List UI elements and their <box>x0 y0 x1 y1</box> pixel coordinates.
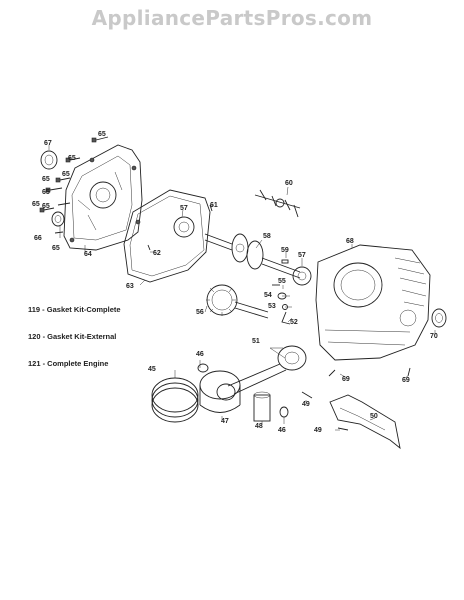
oil-seal-67 <box>40 150 58 170</box>
callout-61: 61 <box>210 202 218 209</box>
oil-seal-70 <box>431 308 447 328</box>
callout-46: 46 <box>278 427 286 434</box>
bolts-69 <box>328 367 411 377</box>
callout-54: 54 <box>264 292 272 299</box>
crankcase-cover <box>63 144 143 251</box>
callout-52: 52 <box>290 319 298 326</box>
piston-47 <box>199 370 241 413</box>
callout-47: 47 <box>221 418 229 425</box>
callout-57: 57 <box>298 252 306 259</box>
seal-66 <box>51 211 65 227</box>
circlip-46-bottom <box>279 406 289 418</box>
callout-69: 69 <box>342 376 350 383</box>
connecting-rod-51 <box>216 345 307 401</box>
callout-58: 58 <box>263 233 271 240</box>
callout-57: 57 <box>180 205 188 212</box>
engine-block-68 <box>315 244 431 361</box>
watermark-logo: AppliancePartsPros.com <box>91 6 373 30</box>
callout-56: 56 <box>196 309 204 316</box>
callout-59: 59 <box>281 247 289 254</box>
callout-66: 66 <box>34 235 42 242</box>
kit-complete-engine: 121 - Complete Engine <box>28 359 109 368</box>
bolts-65 <box>39 136 109 234</box>
camshaft-56 <box>206 284 269 319</box>
piston-pin-48 <box>253 391 271 422</box>
callout-67: 67 <box>44 140 52 147</box>
piston-rings-45 <box>151 377 199 423</box>
callout-49: 49 <box>314 427 322 434</box>
callout-68: 68 <box>346 238 354 245</box>
callout-65: 65 <box>32 201 40 208</box>
gasket-63 <box>123 189 211 283</box>
callout-65: 65 <box>62 171 70 178</box>
bearing-57-right <box>292 266 312 286</box>
callout-46: 46 <box>196 351 204 358</box>
callout-45: 45 <box>148 366 156 373</box>
kit-gasket-complete: 119 - Gasket Kit-Complete <box>28 305 121 314</box>
callout-62: 62 <box>153 250 161 257</box>
leader-lines <box>48 145 436 431</box>
callout-69: 69 <box>402 377 410 384</box>
key-59 <box>281 259 289 264</box>
callout-50: 50 <box>370 413 378 420</box>
callout-65: 65 <box>68 155 76 162</box>
callout-65: 65 <box>42 189 50 196</box>
bearing-57-left <box>173 216 195 238</box>
callout-70: 70 <box>430 333 438 340</box>
crankshaft-58 <box>204 233 301 279</box>
callout-60: 60 <box>285 180 293 187</box>
callout-64: 64 <box>84 251 92 258</box>
callout-53: 53 <box>268 303 276 310</box>
callout-65: 65 <box>42 176 50 183</box>
callout-65: 65 <box>52 245 60 252</box>
callout-48: 48 <box>255 423 263 430</box>
callout-51: 51 <box>252 338 260 345</box>
callout-49: 49 <box>302 401 310 408</box>
shield-50 <box>329 394 401 450</box>
callout-55: 55 <box>278 278 286 285</box>
circlip-46-top <box>197 363 209 373</box>
callout-65: 65 <box>98 131 106 138</box>
kit-gasket-external: 120 - Gasket Kit-External <box>28 332 117 341</box>
callout-65: 65 <box>42 203 50 210</box>
governor-assembly-60 <box>254 189 301 218</box>
callout-63: 63 <box>126 283 134 290</box>
bolts-49 <box>301 391 349 431</box>
